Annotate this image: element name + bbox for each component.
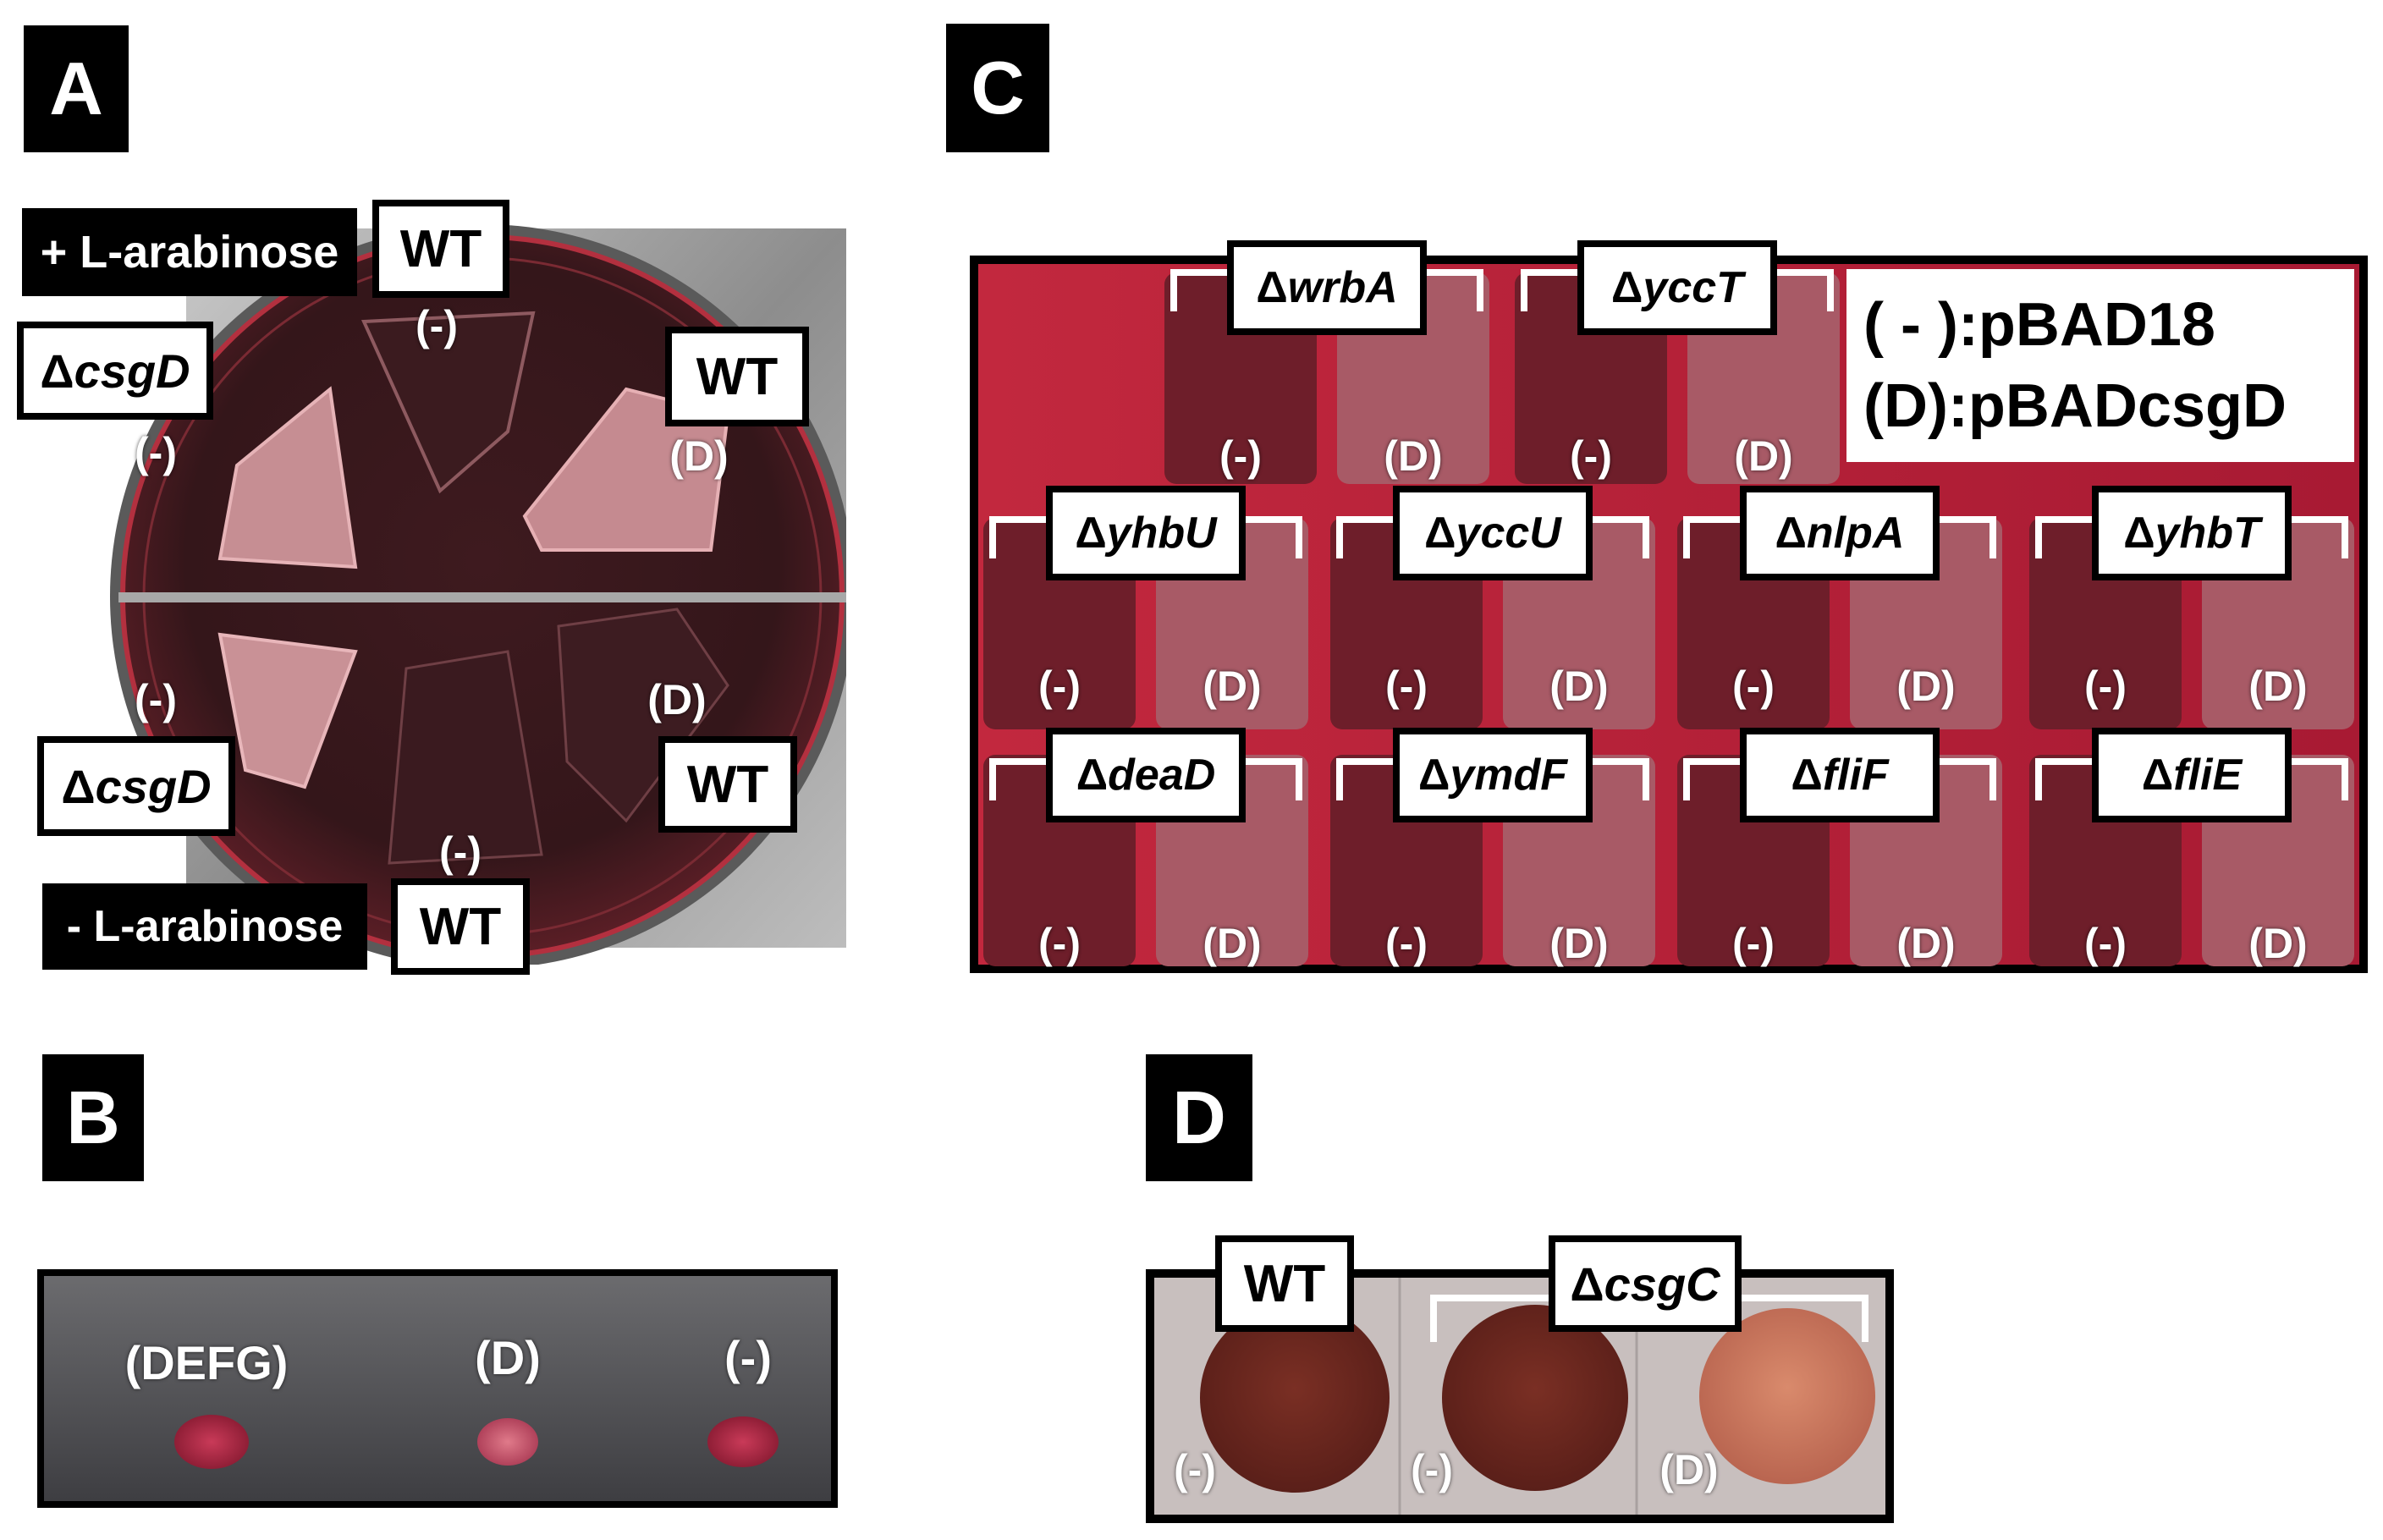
- wt-label-right-bottom: WT: [658, 736, 797, 833]
- tag-b-defg: (DEFG): [124, 1336, 289, 1389]
- delta-symbol: Δ: [1256, 263, 1288, 312]
- tag-vector-control: (-): [2084, 663, 2127, 710]
- legend-line-2: (D):pBADcsgD: [1863, 372, 2287, 440]
- delta-symbol: Δ: [1570, 1257, 1604, 1311]
- wt-label-d: WT: [1215, 1235, 1354, 1332]
- gene-name: csgD: [95, 759, 212, 813]
- delta-symbol: Δ: [1611, 263, 1643, 312]
- tag-b-minus: (-): [724, 1331, 772, 1384]
- gene-name: yccT: [1643, 263, 1743, 312]
- panel-letter-a: A: [24, 25, 129, 152]
- plasmid-legend: ( - ):pBAD18 (D):pBADcsgD: [1846, 269, 2354, 462]
- tag-wt-right-bottom: (D): [647, 676, 707, 723]
- wt-label-bottom: WT: [391, 878, 530, 975]
- delta-symbol: Δ: [1075, 509, 1107, 558]
- panel-letter-d: D: [1146, 1054, 1252, 1181]
- spot-plate-d-image: [1146, 1269, 1894, 1523]
- tag-csgd: (D): [2248, 920, 2308, 967]
- tag-csgd-top: (-): [135, 429, 177, 476]
- tag-vector-control: (-): [1732, 663, 1775, 710]
- tag-vector-control: (-): [1038, 663, 1081, 710]
- tag-d-wt: (-): [1174, 1446, 1216, 1493]
- delta-symbol: Δ: [40, 344, 74, 398]
- delta-symbol: Δ: [1076, 751, 1109, 800]
- wt-label-top: WT: [372, 200, 509, 298]
- tag-wt-right-top: (D): [669, 432, 729, 480]
- tag-csgd: (D): [1896, 920, 1956, 967]
- tag-csgd: (D): [1734, 432, 1793, 480]
- panel-letter-b: B: [42, 1054, 144, 1181]
- gene-name: deaD: [1108, 751, 1216, 800]
- gene-name: ymdF: [1450, 751, 1568, 800]
- plus-arabinose-label: + L-arabinose: [22, 208, 357, 296]
- delta-symbol: Δ: [2141, 751, 2174, 800]
- gene-name: yhbT: [2155, 509, 2260, 558]
- tag-csgd: (D): [2248, 663, 2308, 710]
- tag-vector-control: (-): [1038, 920, 1081, 967]
- delta-symbol: Δ: [1791, 751, 1823, 800]
- panel-letter-c: C: [946, 24, 1049, 152]
- tag-csgd: (D): [1896, 663, 1956, 710]
- gene-name: wrbA: [1287, 263, 1398, 312]
- minus-arabinose-label: - L-arabinose: [42, 883, 367, 970]
- gene-name: fliF: [1822, 751, 1889, 800]
- wt-label-right-top: WT: [665, 327, 809, 426]
- tag-vector-control: (-): [2084, 920, 2127, 967]
- tag-csgd: (D): [1549, 663, 1609, 710]
- tag-vector-control: (-): [1219, 432, 1262, 480]
- delta-symbol: Δ: [1775, 509, 1807, 558]
- tag-csgd-bottom: (-): [135, 676, 177, 723]
- spot-plate-b-image: [37, 1269, 838, 1508]
- tag-csgd: (D): [1384, 432, 1443, 480]
- tag-wt-top: (-): [416, 302, 458, 349]
- tag-d-csgc-minus: (-): [1411, 1446, 1453, 1493]
- tag-d-csgc-d: (D): [1659, 1446, 1719, 1493]
- tag-vector-control: (-): [1570, 432, 1612, 480]
- gene-name: yhbU: [1106, 509, 1217, 558]
- legend-line-1: ( - ):pBAD18: [1863, 291, 2215, 359]
- tag-vector-control: (-): [1732, 920, 1775, 967]
- tag-wt-bottom: (-): [439, 828, 482, 876]
- tag-vector-control: (-): [1385, 920, 1428, 967]
- gene-name: nlpA: [1806, 509, 1905, 558]
- tag-csgd: (D): [1203, 663, 1262, 710]
- delta-symbol: Δ: [1424, 509, 1456, 558]
- delta-symbol: Δ: [1417, 751, 1450, 800]
- tag-vector-control: (-): [1385, 663, 1428, 710]
- delta-symbol: Δ: [2123, 509, 2155, 558]
- gene-name: fliE: [2173, 751, 2243, 800]
- gene-name: yccU: [1456, 509, 1561, 558]
- gene-name: csgD: [74, 344, 190, 398]
- tag-csgd: (D): [1203, 920, 1262, 967]
- tag-csgd: (D): [1549, 920, 1609, 967]
- tag-b-d: (D): [475, 1331, 541, 1384]
- gene-name: csgC: [1604, 1257, 1720, 1311]
- delta-symbol: Δ: [61, 759, 96, 813]
